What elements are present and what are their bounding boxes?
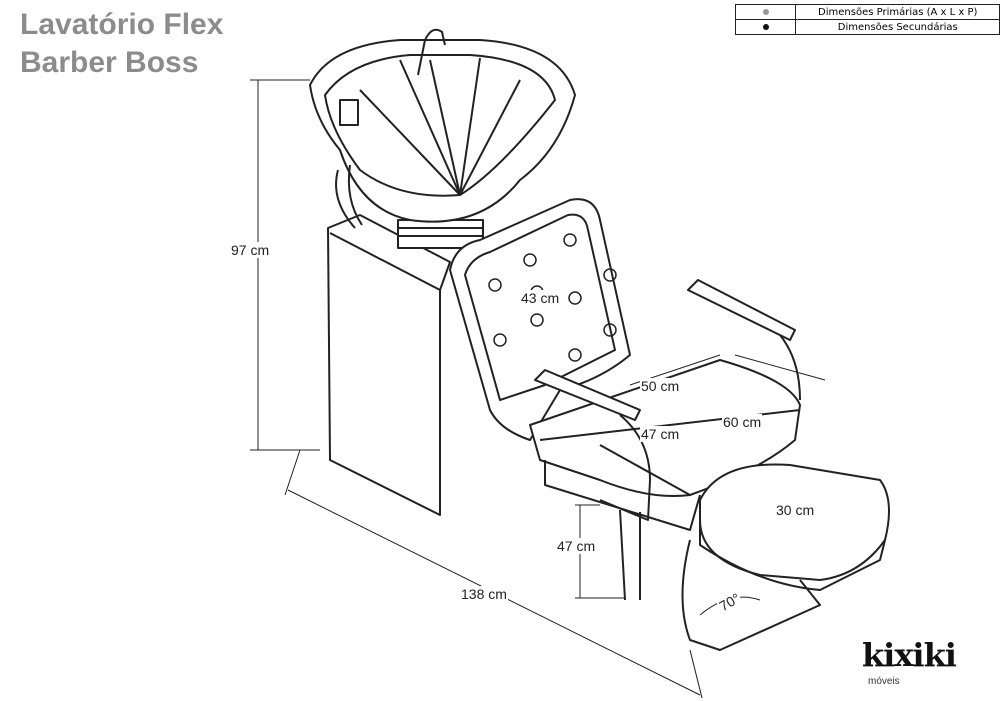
backrest	[449, 198, 631, 441]
kixiki-logo: kixiki móveis	[862, 636, 957, 688]
logo-name: kixiki	[862, 636, 957, 674]
logo-sub: móveis	[868, 676, 900, 688]
dim-backrest-height: 43 cm	[520, 290, 561, 307]
armrests	[534, 279, 801, 521]
legend-label: Dimensões Secundárias	[795, 19, 1000, 35]
footrest	[681, 463, 890, 651]
dim-seat-inner: 47 cm	[640, 426, 681, 443]
washbasin	[309, 28, 576, 229]
dim-length-total: 138 cm	[460, 586, 508, 603]
black-dot-icon	[762, 23, 769, 30]
dim-seat-depth: 60 cm	[722, 414, 763, 431]
dimension-legend: Dimensões Primárias (A x L x P) Dimensõe…	[734, 4, 1000, 35]
dim-height-total: 97 cm	[230, 242, 271, 259]
product-title-line2: Barber Boss	[20, 46, 199, 79]
gray-dot-icon	[762, 8, 769, 15]
dim-seat-width: 50 cm	[640, 378, 681, 395]
dim-seat-height: 47 cm	[556, 538, 597, 555]
legend-row-secondary: Dimensões Secundárias	[734, 19, 1000, 35]
dim-footrest: 30 cm	[775, 502, 816, 519]
product-title-line1: Lavatório Flex	[20, 8, 224, 41]
